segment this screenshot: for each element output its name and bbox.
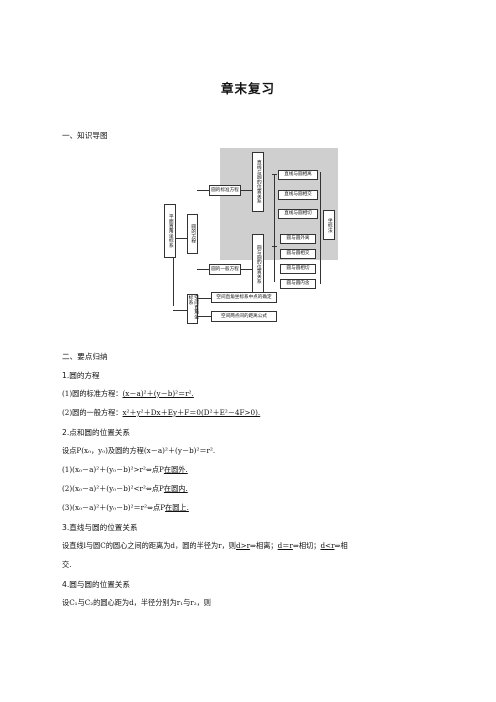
lc-item: 直线与圆相切 [278, 209, 318, 219]
line-text: ⇒相切； [292, 541, 321, 550]
point-outside-line: (1)(x₀－a)²＋(y₀－b)²>r²⇔点P在圆外. [62, 465, 188, 475]
lc-item: 直线与圆相交 [278, 190, 318, 200]
space-coordinate-node: 空间直角坐标系 [187, 294, 198, 324]
answer-text: d>r [235, 541, 251, 550]
space-item: 空间直角坐标系中点的确定 [211, 292, 277, 303]
point-on-line: (3)(x₀－a)²＋(y₀－b)²＝r²⇔点P在圆上. [62, 503, 189, 513]
section-key-points: 二、要点归纳 [62, 352, 108, 361]
point-circle-intro: 设点P(x₀，y₀)及圆的方程(x－a)²＋(y－b)²＝r². [62, 446, 216, 455]
connector-circle-general [197, 269, 209, 270]
heading-point-circle: 2.点和圆的位置关系 [62, 428, 130, 437]
standard-equation-node: 圆的标准方程 [209, 185, 241, 196]
line-text: (2)(x₀－a)²＋(y₀－b)²<r²⇔点P [62, 484, 164, 493]
answer-text: 在圆上. [165, 503, 189, 512]
cc-item: 圆与圆相交 [280, 249, 316, 259]
connector-root-circle [173, 238, 187, 239]
connector-lc-vertical [274, 174, 275, 214]
general-equation-node: 圆的一般方程 [209, 264, 241, 275]
knowledge-diagram: 平面直角坐标系 圆的方程 圆的标准方程 圆的一般方程 直线与圆的位置关系 圆与圆… [160, 148, 338, 326]
line-text: (3)(x₀－a)²＋(y₀－b)²＝r²⇔点P [62, 503, 166, 512]
connector-general-cc [240, 269, 252, 270]
line-circle-text: 设直线l与圆C的圆心之间的距离为d，圆的半径为r，则d>r⇒相离；d＝r⇒相切；… [62, 541, 348, 551]
connector-space-item1 [197, 298, 211, 299]
line-text: (1)(x₀－a)²＋(y₀－b)²>r²⇔点P [62, 465, 164, 474]
heading-line-circle: 3.直线与圆的位置关系 [62, 523, 138, 532]
general-equation-line: (2)圆的一般方程：x²＋y²＋Dx＋Ey＋F＝0(D²＋E²－4F>0). [62, 408, 260, 418]
page-title: 章末复习 [220, 81, 275, 96]
line-text: (1)圆的标准方程： [62, 389, 123, 398]
root-coordinate-system: 平面直角坐标系 [164, 204, 176, 258]
diagram-shaded-area [220, 148, 338, 260]
connector-circle-standard [197, 190, 209, 191]
section-knowledge-map: 一、知识导图 [62, 131, 108, 140]
connector-method [320, 172, 321, 284]
answer-text: d＝r [277, 541, 293, 550]
line-text: ⇒相 [334, 541, 348, 550]
answer-text: d<r [320, 541, 335, 550]
line-text: (2)圆的一般方程： [62, 408, 123, 417]
cc-item: 圆与圆相切 [280, 264, 316, 274]
line-circle-text-cont: 交. [62, 560, 72, 569]
line-text: 设直线l与圆C的圆心之间的距离为d，圆的半径为r，则 [62, 541, 236, 550]
standard-equation-line: (1)圆的标准方程：(x－a)²＋(y－b)²＝r². [62, 389, 194, 399]
line-circle-relation-node: 直线与圆的位置关系 [252, 152, 264, 212]
point-inside-line: (2)(x₀－a)²＋(y₀－b)²<r²⇔点P在圆内. [62, 484, 188, 494]
coordinate-method-node: 坐标法 [323, 210, 335, 240]
circle-circle-relation-node: 圆与圆的位置关系 [252, 234, 264, 294]
answer-text: x²＋y²＋Dx＋Ey＋F＝0(D²＋E²－4F>0). [122, 408, 261, 417]
connector-space-item2 [197, 316, 211, 317]
connector-standard-lc [240, 190, 252, 191]
answer-text: 在圆外. [163, 465, 188, 474]
answer-text: 在圆内. [163, 484, 188, 493]
heading-circle-equation: 1.圆的方程 [62, 371, 100, 380]
connector-root-space [173, 310, 187, 311]
cc-item: 圆与圆内含 [280, 279, 316, 289]
space-item: 空间两点间的距离公式 [211, 311, 277, 322]
connector-cc-vertical [274, 210, 275, 282]
lc-item: 直线与圆相离 [278, 170, 318, 180]
cc-item: 圆与圆外离 [280, 234, 316, 244]
heading-circle-circle: 4.圆与圆的位置关系 [62, 580, 130, 589]
line-text: ⇒相离； [250, 541, 278, 550]
circle-equation-node: 圆的方程 [187, 214, 198, 254]
circle-circle-text: 设C₁与C₂的圆心距为d，半径分别为r₁与r₂，则 [62, 598, 211, 607]
answer-text: (x－a)²＋(y－b)²＝r². [122, 389, 194, 398]
